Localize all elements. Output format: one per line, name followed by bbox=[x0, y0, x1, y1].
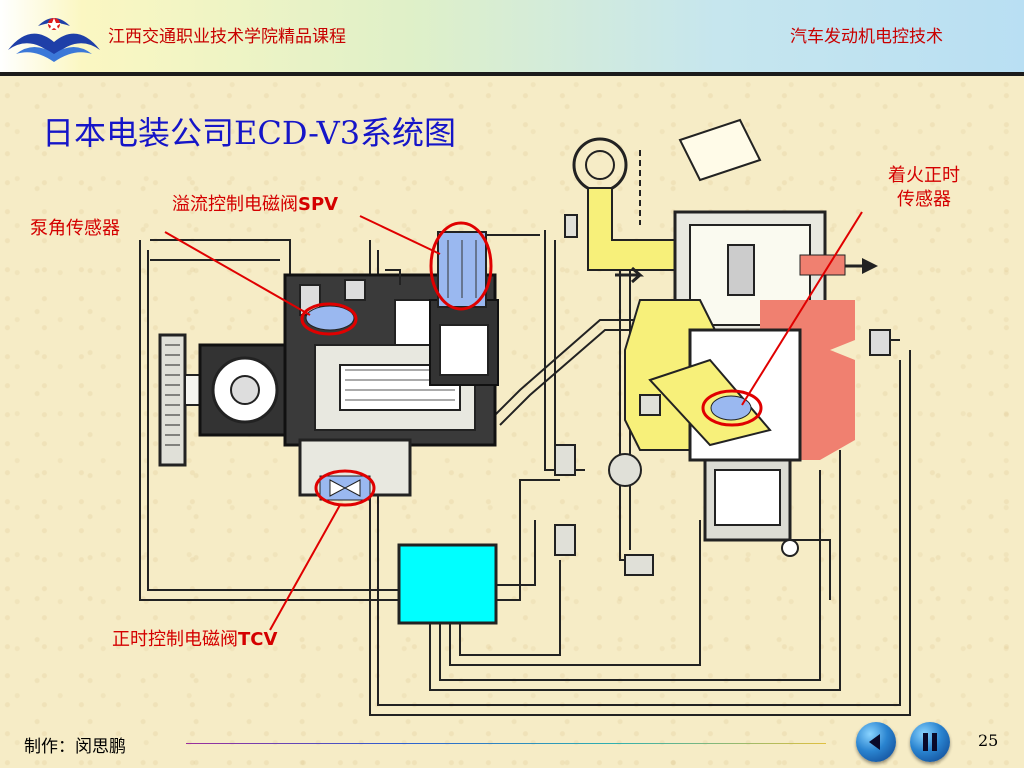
ignition-timing-sensor-label: 着火正时 传感器 bbox=[876, 164, 972, 212]
callout-lines bbox=[164, 211, 863, 631]
author-credit: 制作：闵思鹏 bbox=[24, 737, 126, 757]
college-name: 江西交通职业技术学院精品课程 bbox=[108, 27, 346, 47]
tcv-valve bbox=[319, 475, 371, 501]
pause-icon bbox=[923, 733, 937, 751]
pump-angle-sensor-label: 泵角传感器 bbox=[30, 218, 120, 239]
page-number: 25 bbox=[978, 731, 999, 750]
course-name: 汽车发动机电控技术 bbox=[790, 27, 943, 47]
previous-icon bbox=[869, 734, 880, 750]
ignition-timing-sensor bbox=[710, 395, 752, 421]
slide-title: 日本电装公司ECD-V3系统图 bbox=[42, 114, 457, 152]
tcv-label: 正时控制电磁阀TCV bbox=[112, 628, 277, 652]
highlight-circles bbox=[300, 221, 763, 507]
footer-divider bbox=[186, 743, 826, 744]
ignition-timing-label-line2: 传感器 bbox=[897, 189, 951, 210]
ecu-box bbox=[397, 543, 498, 625]
auxiliary-components bbox=[554, 214, 661, 576]
previous-slide-button[interactable] bbox=[856, 722, 896, 762]
air-intake bbox=[572, 118, 762, 301]
tcv-label-code: TCV bbox=[238, 629, 278, 650]
spv-label: 溢流控制电磁阀SPV bbox=[172, 193, 338, 217]
header-divider bbox=[0, 72, 1024, 76]
college-logo bbox=[8, 18, 100, 62]
pump-angle-sensor bbox=[305, 305, 355, 331]
header-bar: 江西交通职业技术学院精品课程 汽车发动机电控技术 bbox=[0, 0, 1024, 74]
pause-button[interactable] bbox=[910, 722, 950, 762]
spv-label-code: SPV bbox=[298, 194, 339, 215]
tcv-label-text: 正时控制电磁阀 bbox=[112, 629, 238, 650]
ignition-timing-label-line1: 着火正时 bbox=[888, 165, 960, 186]
spv-label-text: 溢流控制电磁阀 bbox=[172, 194, 298, 215]
